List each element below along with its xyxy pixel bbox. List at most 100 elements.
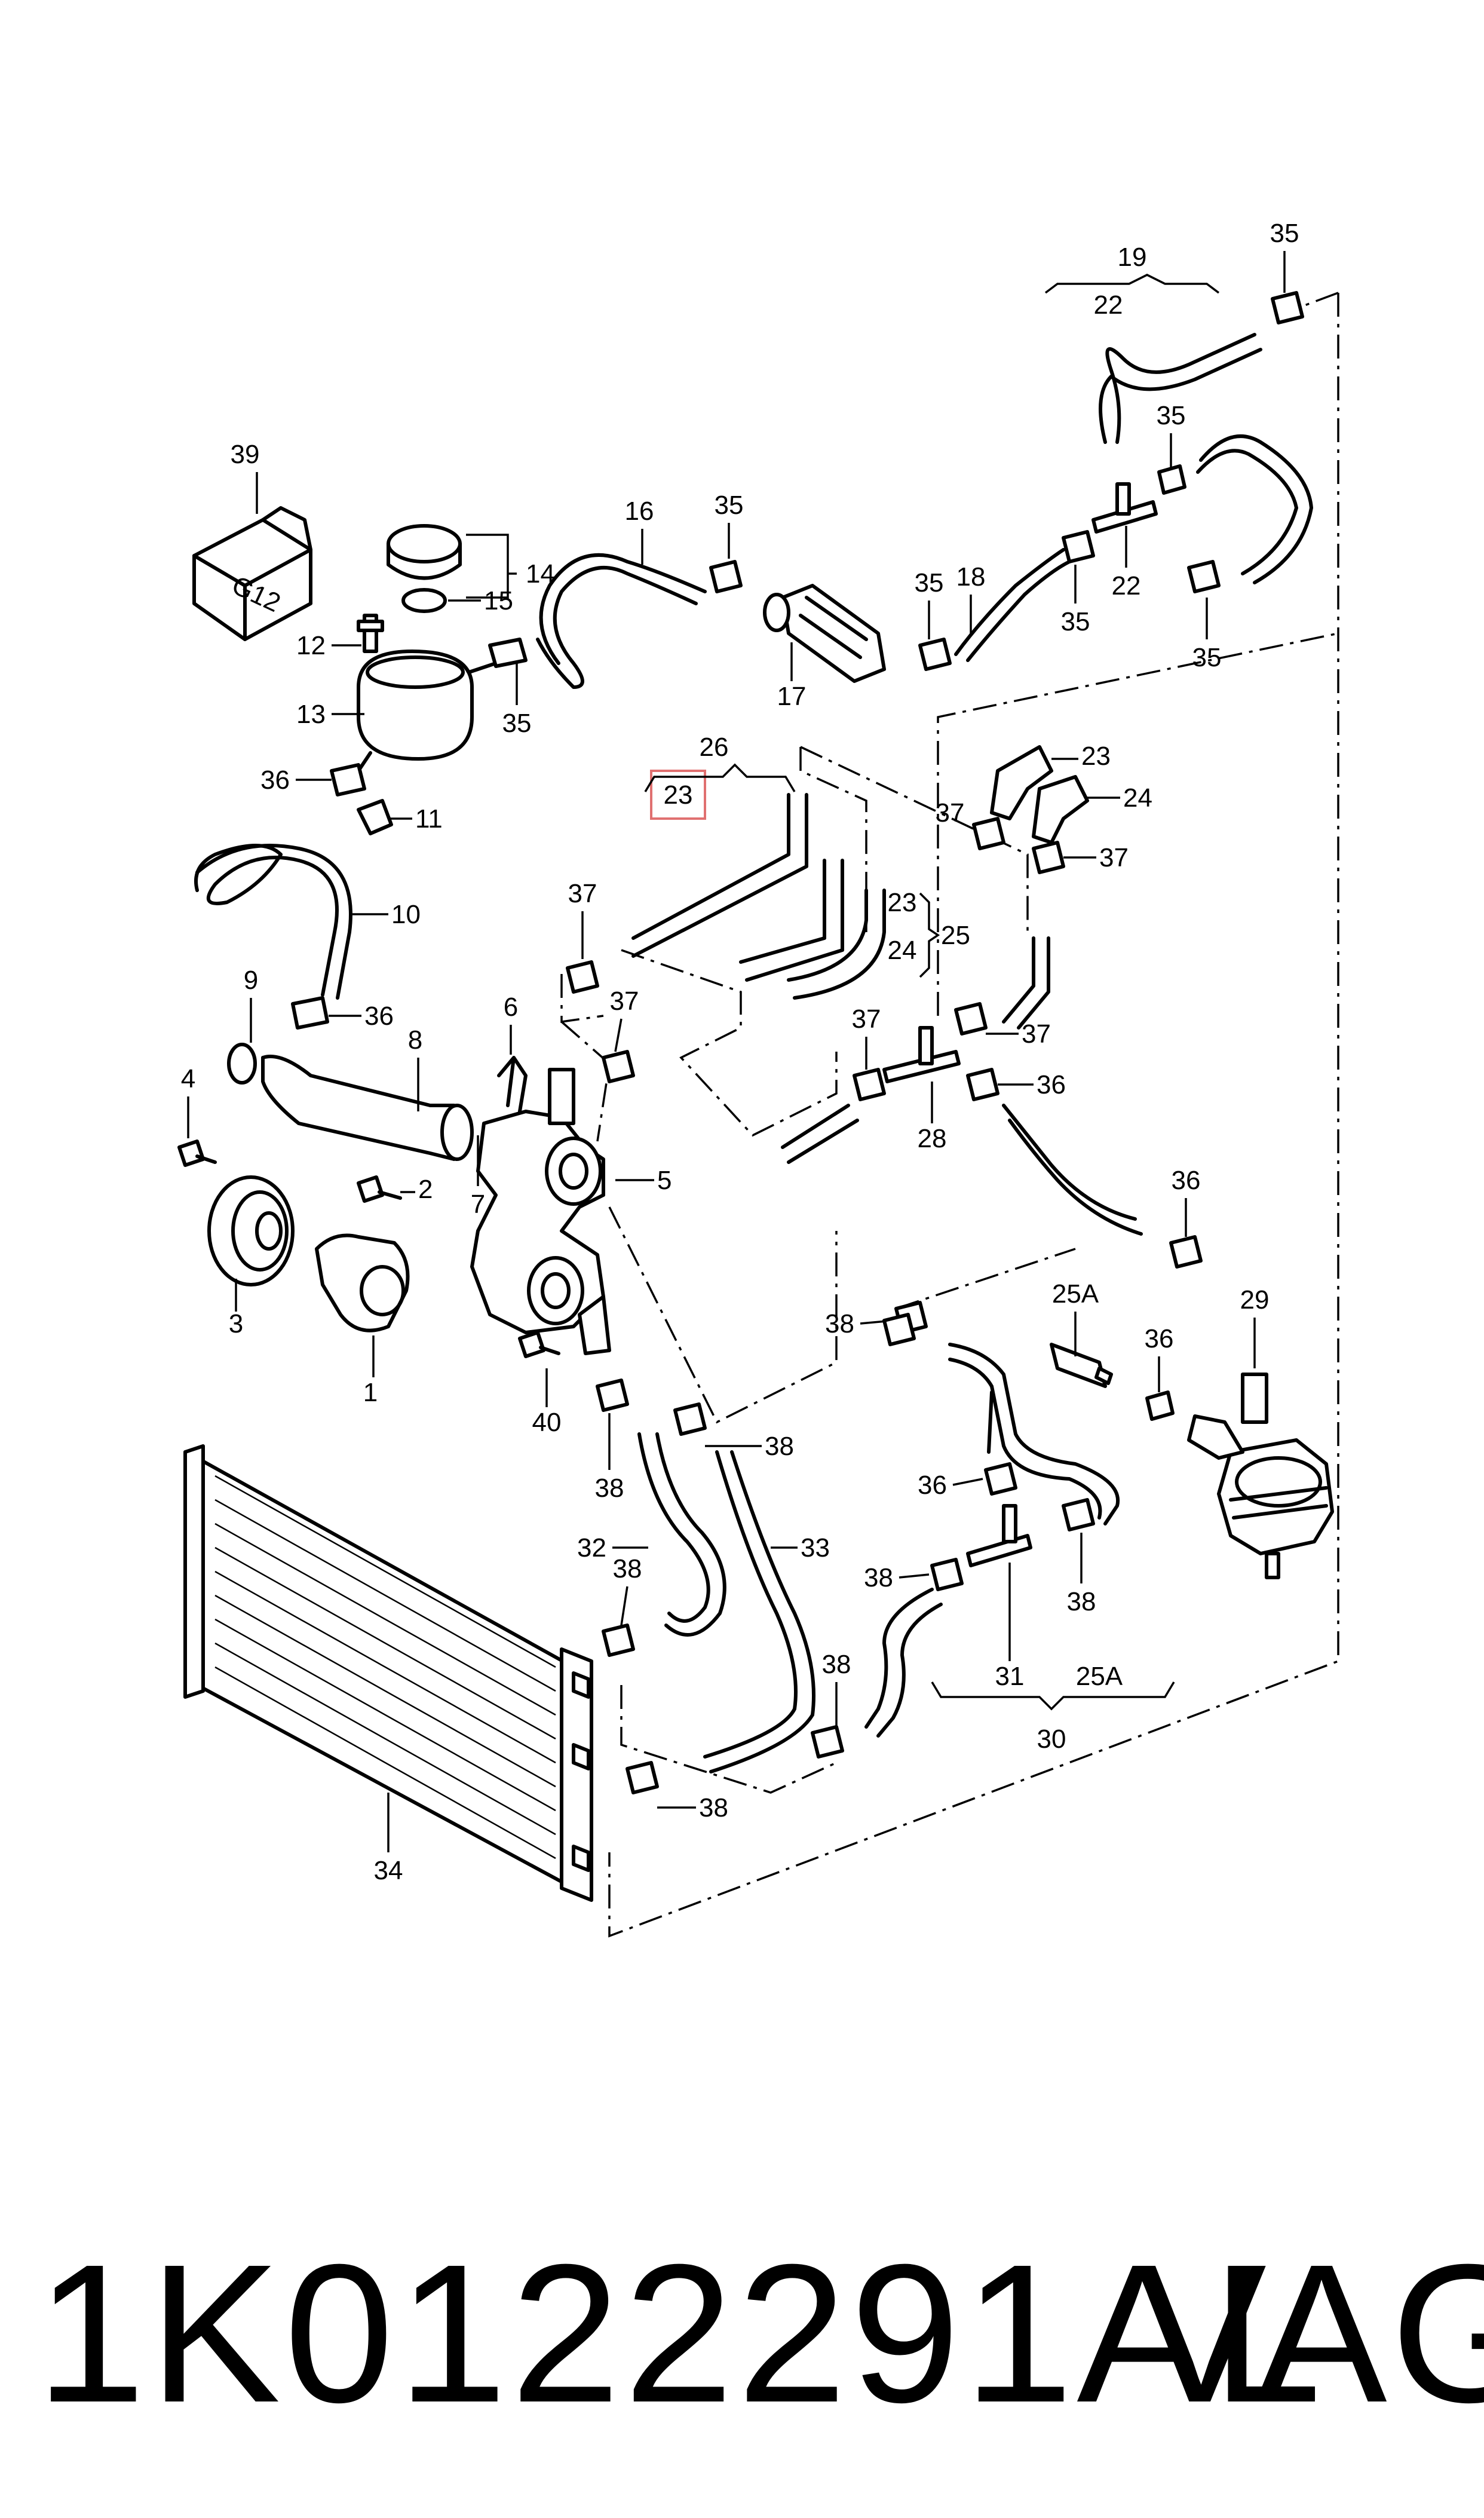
label-2: 2 [418, 1175, 433, 1204]
connector-24 [1032, 775, 1089, 844]
label-22-upper: 22 [1094, 290, 1123, 320]
hose-clamp [1187, 560, 1221, 593]
hose-clamp [291, 996, 329, 1030]
hose-clamp [596, 1379, 629, 1412]
label-23-connector: 23 [1081, 742, 1111, 771]
hose-clamp [966, 1068, 999, 1101]
label-37-t-right: 37 [1022, 1019, 1051, 1049]
label-40: 40 [532, 1408, 562, 1437]
connector-31 [966, 1504, 1032, 1567]
label-37-mid: 37 [610, 987, 639, 1016]
label-13: 13 [296, 700, 326, 729]
label-29: 29 [1240, 1285, 1270, 1315]
label-36-hose10: 36 [364, 1001, 394, 1031]
label-10: 10 [391, 900, 421, 929]
t-piece-22 [1091, 482, 1158, 534]
hose-clamp [709, 560, 743, 593]
hose-clamp [673, 1402, 707, 1436]
hose-clamp [602, 1623, 635, 1657]
hose-18 [954, 548, 1065, 656]
label-8: 8 [408, 1025, 422, 1055]
label-35-right-upper: 35 [1157, 401, 1186, 430]
label-36-tank: 36 [260, 765, 290, 795]
label-38-mid-right: 38 [765, 1432, 794, 1461]
bolt-2 [357, 1175, 402, 1203]
hose-clamp [918, 638, 952, 671]
hose-clamp [626, 1761, 659, 1794]
label-35-hose16: 35 [715, 491, 744, 520]
hose-clamp [330, 763, 366, 797]
pump-housing-1 [315, 1233, 410, 1332]
expansion-tank [357, 614, 498, 835]
label-38-bottom: 38 [699, 1793, 728, 1822]
label-6: 6 [504, 993, 518, 1022]
label-25a-lower: 25A [1076, 1662, 1123, 1691]
clip-6 [497, 1056, 528, 1113]
hose-28-right [1002, 1104, 1137, 1221]
hose-24-mid [739, 859, 826, 964]
label-31: 31 [995, 1662, 1025, 1691]
hose-clamp [1062, 1498, 1095, 1531]
brand-name: VAG [1135, 2223, 1484, 2443]
pulley-3 [207, 1175, 295, 1286]
label-24-connector: 24 [1123, 783, 1152, 813]
label-33: 33 [801, 1533, 830, 1563]
hose-clamp [984, 1462, 1017, 1496]
label-38-lower-left: 38 [864, 1563, 893, 1592]
hose-clamp [566, 960, 599, 994]
t-piece-28 [882, 1026, 961, 1083]
hose-right-short [1002, 936, 1035, 1024]
label-15: 15 [484, 586, 513, 615]
hose-33 [703, 1450, 798, 1759]
hose-clamp [853, 1068, 886, 1101]
label-39: 39 [231, 440, 260, 469]
label-19: 19 [1118, 243, 1147, 272]
label-9: 9 [244, 966, 258, 995]
hose-clamp [602, 1050, 635, 1083]
hose-16 [536, 566, 698, 689]
hose-clamp [954, 1002, 988, 1036]
o-ring-9 [227, 1043, 257, 1085]
label-1: 1 [363, 1378, 378, 1407]
label-26: 26 [700, 733, 729, 762]
hose-clamp [972, 817, 1005, 850]
hose-clamp [488, 638, 528, 668]
label-4: 4 [181, 1064, 195, 1093]
label-28: 28 [918, 1124, 947, 1153]
label-17: 17 [777, 682, 807, 711]
label-23-highlight: 23 [664, 780, 693, 810]
label-3: 3 [229, 1309, 243, 1338]
label-32: 32 [577, 1533, 606, 1563]
label-25a-top: 25A [1052, 1279, 1099, 1309]
hose-clamp [1032, 841, 1065, 874]
hose-clamp [1062, 530, 1095, 563]
label-22-lower: 22 [1112, 571, 1141, 601]
part-number: 1K0122291AL [36, 2223, 1325, 2443]
label-35-tank: 35 [502, 709, 532, 738]
hose-30 [864, 1588, 934, 1729]
hose-clamp [1145, 1390, 1175, 1421]
hose-clamp [1169, 1235, 1203, 1269]
label-37-right: 37 [1099, 843, 1129, 872]
hose-short [781, 1104, 850, 1149]
radiator-34 [183, 1444, 593, 1902]
label-5: 5 [657, 1166, 672, 1195]
hose-23-long [631, 793, 790, 940]
label-37-t: 37 [852, 1004, 881, 1034]
label-24-group: 24 [888, 936, 917, 965]
label-23-group: 23 [888, 888, 917, 917]
label-7: 7 [471, 1190, 485, 1219]
thermostat-housing-5 [470, 1068, 611, 1355]
label-38-upper-right: 38 [825, 1309, 854, 1338]
label-35-right-lower: 35 [1192, 643, 1222, 672]
coolant-pipe-8 [261, 1055, 474, 1161]
oil-cooler-29 [1187, 1373, 1334, 1579]
hose-19 [1105, 333, 1256, 444]
hose-32 [637, 1432, 710, 1623]
label-16: 16 [625, 497, 654, 526]
boundary-lines [560, 292, 1339, 1938]
label-25: 25 [941, 921, 970, 950]
sensor-pipe-25a [948, 1343, 1120, 1525]
coolant-bottle-g12: G12 [192, 506, 312, 641]
label-12: 12 [296, 631, 326, 660]
